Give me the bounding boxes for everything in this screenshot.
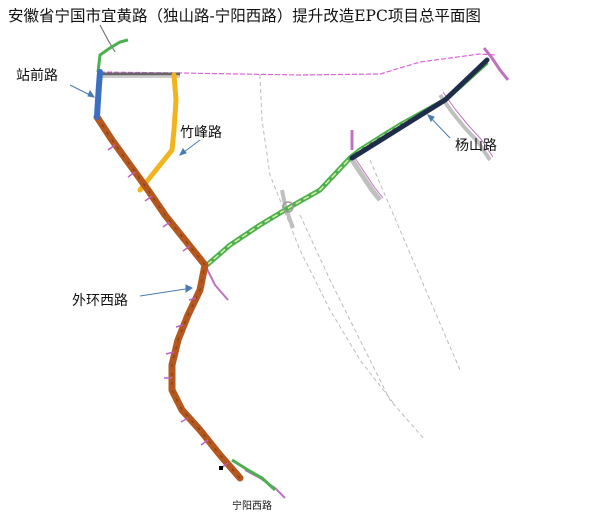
marker <box>107 144 116 151</box>
label-zhufeng-road: 竹峰路 <box>180 125 222 141</box>
green-road-roundabout <box>282 201 294 213</box>
road-markers <box>107 144 229 469</box>
marker <box>144 195 153 202</box>
green-road-south <box>231 458 277 492</box>
label-zhanqian-road: 站前路 <box>16 68 58 84</box>
yangshan-road-line <box>349 57 490 161</box>
ref-line-3 <box>369 159 461 371</box>
marker <box>162 221 171 228</box>
waihuanxi-road-edge <box>96 116 241 479</box>
arrow-waihuanxi-head <box>185 284 193 293</box>
label-waihuanxi-road: 外环西路 <box>72 293 128 309</box>
marker <box>200 439 209 446</box>
arrow-yangshan-head <box>427 114 435 122</box>
magenta-boundary-line <box>99 53 496 76</box>
reference-lines <box>259 74 461 441</box>
side-road-east-mid-edge <box>442 91 494 158</box>
arrow-zhufeng-head <box>179 148 187 156</box>
side-road-south-end <box>244 469 286 499</box>
annotation-arrows <box>69 84 451 297</box>
marker <box>188 297 197 301</box>
zhufeng-road-line <box>137 72 179 193</box>
ref-line-1 <box>259 74 396 406</box>
zhanqian-road-line <box>94 69 103 120</box>
marker <box>180 417 189 423</box>
green-road-main <box>205 60 489 267</box>
marker <box>165 351 175 355</box>
side-road-south-352 <box>349 158 382 202</box>
label-ningyangxi-road: 宁阳西路 <box>232 501 272 512</box>
side-road-south-352-edge <box>354 157 384 199</box>
south-marker <box>219 466 223 470</box>
marker <box>182 245 191 252</box>
marker <box>127 171 136 178</box>
arrow-zhanqian-head <box>87 89 96 98</box>
side-road-east-top <box>482 47 510 81</box>
side-road-east-mid <box>438 93 492 162</box>
marker <box>175 324 184 328</box>
map-title: 安徽省宁国市宜黄路（独山路-宁阳西路）提升改造EPC项目总平面图 <box>8 7 481 25</box>
label-yangshan-road: 杨山路 <box>455 138 497 154</box>
arrow-waihuanxi <box>139 287 193 297</box>
side-road-branch-215 <box>204 264 229 301</box>
green-road-north <box>96 38 129 73</box>
ref-line-2 <box>299 214 426 441</box>
